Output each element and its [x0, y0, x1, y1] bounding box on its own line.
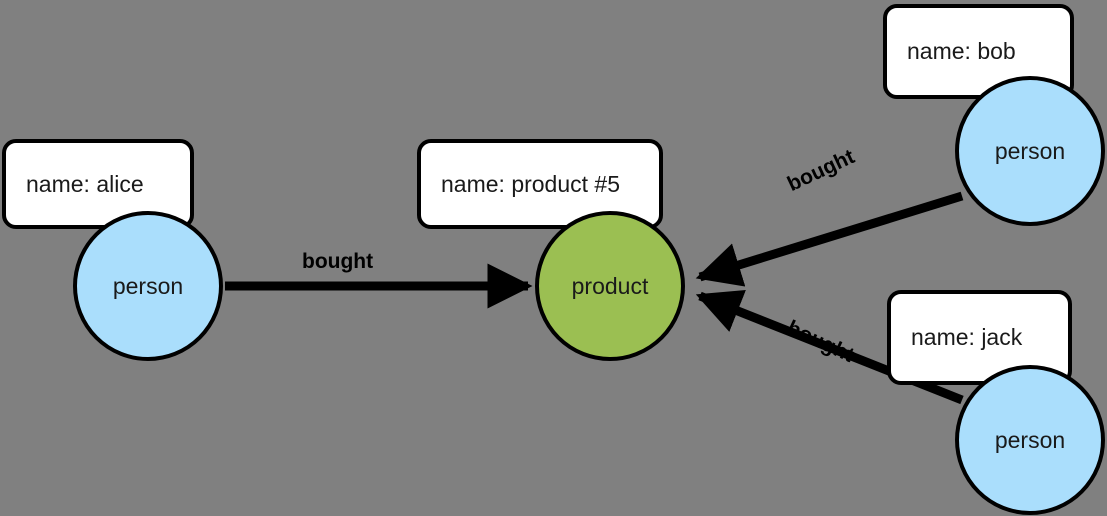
- node-label-alice: person: [112, 272, 184, 299]
- node-bob[interactable]: person: [955, 76, 1105, 226]
- edge-label-text-alice: bought: [302, 250, 374, 273]
- property-text-alice: name: alice: [26, 170, 144, 197]
- property-text-jack: name: jack: [911, 324, 1023, 350]
- node-jack[interactable]: person: [955, 365, 1105, 515]
- node-label-jack: person: [994, 426, 1066, 453]
- node-alice[interactable]: person: [73, 211, 223, 361]
- edge-bob-bought-product[interactable]: [695, 191, 964, 287]
- property-text-bob: name: bob: [907, 38, 1016, 64]
- edge-label-alice-bought-product: bought: [302, 250, 373, 274]
- property-text-product5: name: product #5: [441, 170, 621, 197]
- node-label-product5: product: [571, 272, 649, 299]
- node-product5[interactable]: product: [535, 211, 685, 361]
- node-label-bob: person: [994, 137, 1066, 164]
